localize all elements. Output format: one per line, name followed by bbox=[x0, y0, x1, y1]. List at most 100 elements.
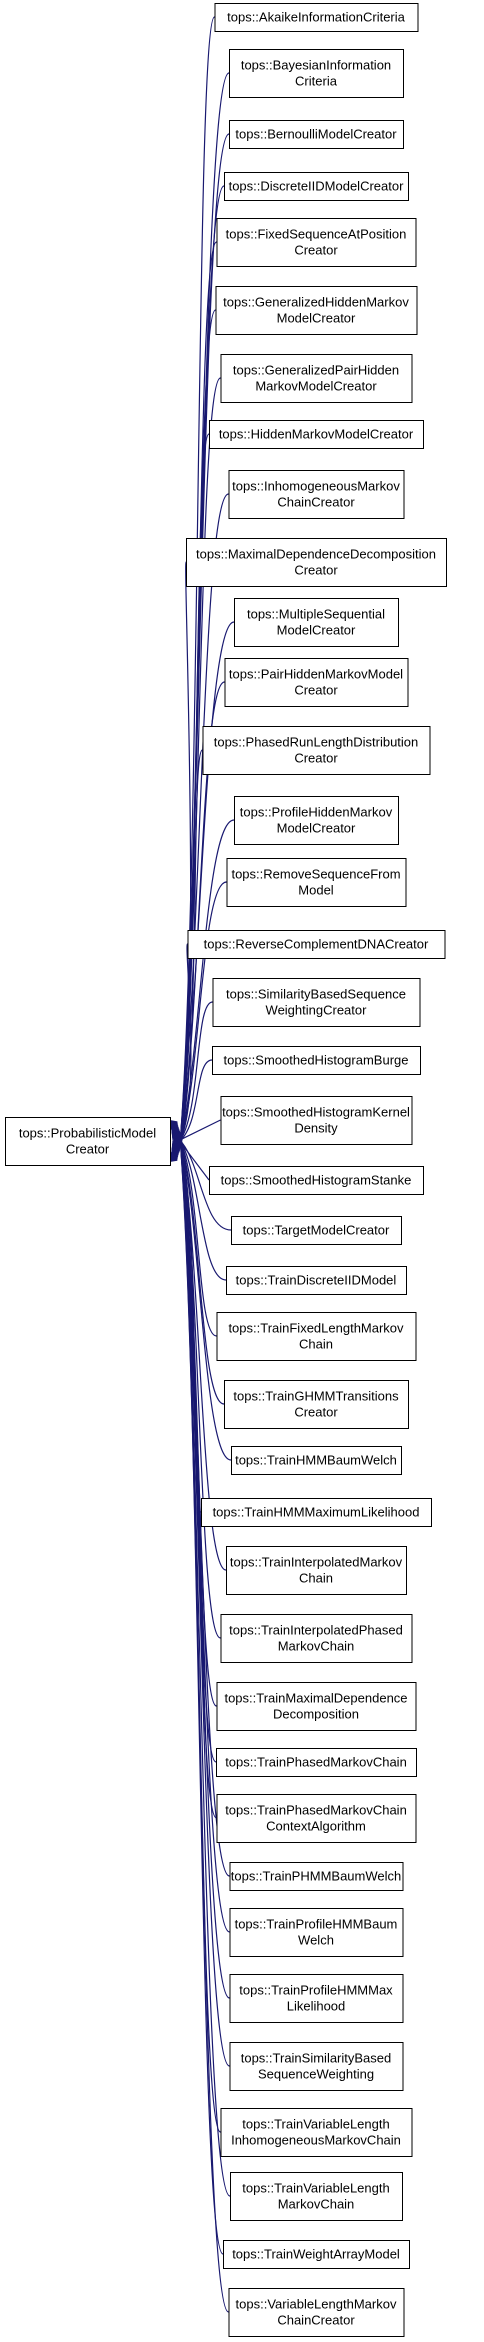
derived-class-node[interactable]: tops::TrainPHMMBaumWelch bbox=[229, 1862, 404, 1891]
derived-class-label-line: Creator bbox=[294, 243, 338, 258]
derived-class-node[interactable]: tops::HiddenMarkovModelCreator bbox=[209, 420, 424, 449]
derived-class-box bbox=[230, 2172, 403, 2221]
derived-class-label-line: tops::FixedSequenceAtPosition bbox=[226, 227, 407, 242]
derived-class-label-line: ModelCreator bbox=[277, 623, 356, 638]
base-class-label-line: Creator bbox=[66, 1142, 110, 1157]
derived-class-label-line: tops::InhomogeneousMarkov bbox=[232, 479, 400, 494]
derived-class-label-line: Creator bbox=[294, 751, 338, 766]
derived-class-label-line: ChainCreator bbox=[277, 2313, 355, 2328]
derived-class-label-line: tops::TargetModelCreator bbox=[243, 1223, 390, 1238]
derived-class-label-line: tops::TrainProfileHMMMax bbox=[239, 1983, 393, 1998]
derived-class-box bbox=[220, 354, 413, 403]
derived-class-node[interactable]: tops::TrainHMMMaximumLikelihood bbox=[201, 1498, 432, 1527]
inheritance-edge bbox=[180, 1001, 213, 1140]
derived-class-box bbox=[209, 420, 424, 449]
derived-class-box bbox=[215, 286, 418, 335]
derived-class-label-line: tops::RemoveSequenceFrom bbox=[231, 867, 400, 882]
derived-class-label-line: tops::TrainPhasedMarkovChain bbox=[225, 1803, 407, 1818]
derived-class-label-line: Density bbox=[294, 1121, 338, 1136]
derived-class-node[interactable]: tops::SmoothedHistogramBurge bbox=[212, 1046, 421, 1075]
inheritance-edge bbox=[180, 1143, 232, 1461]
derived-class-label-line: InhomogeneousMarkovChain bbox=[231, 2133, 401, 2148]
base-class-label-line: tops::ProbabilisticModel bbox=[19, 1126, 156, 1141]
derived-class-label-line: ChainCreator bbox=[277, 495, 355, 510]
derived-class-box bbox=[229, 49, 404, 98]
derived-class-label-line: MarkovChain bbox=[278, 2197, 355, 2212]
derived-class-node[interactable]: tops::DiscreteIIDModelCreator bbox=[224, 172, 409, 201]
derived-class-label-line: ModelCreator bbox=[277, 311, 356, 326]
derived-class-node[interactable]: tops::TrainVariableLengthInhomogeneousMa… bbox=[220, 2108, 413, 2157]
derived-class-node[interactable]: tops::TrainHMMBaumWelch bbox=[231, 1446, 402, 1475]
derived-class-label-line: ModelCreator bbox=[277, 821, 356, 836]
derived-class-label-line: tops::TrainMaximalDependence bbox=[224, 1691, 407, 1706]
derived-class-node[interactable]: tops::TrainPhasedMarkovChain bbox=[216, 1748, 417, 1777]
derived-class-box bbox=[212, 1046, 421, 1075]
derived-class-node[interactable]: tops::SmoothedHistogramStanke bbox=[209, 1166, 424, 1195]
derived-class-node[interactable]: tops::GeneralizedHiddenMarkovModelCreato… bbox=[215, 286, 418, 335]
derived-class-box bbox=[214, 3, 419, 32]
derived-class-node[interactable]: tops::TargetModelCreator bbox=[231, 1216, 402, 1245]
inheritance-edge bbox=[180, 1145, 221, 1639]
derived-class-node[interactable]: tops::TrainPhasedMarkovChainContextAlgor… bbox=[216, 1794, 417, 1843]
derived-class-label-line: tops::DiscreteIIDModelCreator bbox=[229, 179, 405, 194]
derived-class-label-line: tops::TrainVariableLength bbox=[242, 2117, 389, 2132]
derived-class-label-line: tops::TrainHMMMaximumLikelihood bbox=[213, 1505, 420, 1520]
derived-class-box bbox=[229, 1862, 404, 1891]
derived-class-label-line: tops::SimilarityBasedSequence bbox=[226, 987, 406, 1002]
derived-class-label-line: Welch bbox=[298, 1933, 334, 1948]
derived-class-node[interactable]: tops::SimilarityBasedSequenceWeightingCr… bbox=[212, 978, 421, 1027]
derived-class-node[interactable]: tops::ReverseComplementDNACreator bbox=[187, 930, 446, 959]
derived-class-label-line: Creator bbox=[294, 1405, 338, 1420]
derived-class-node[interactable]: tops::GeneralizedPairHiddenMarkovModelCr… bbox=[220, 354, 413, 403]
derived-class-node[interactable]: tops::AkaikeInformationCriteria bbox=[214, 3, 419, 32]
derived-class-box bbox=[216, 1682, 417, 1731]
derived-class-node[interactable]: tops::TrainMaximalDependenceDecompositio… bbox=[216, 1682, 417, 1731]
derived-class-label-line: tops::AkaikeInformationCriteria bbox=[227, 10, 406, 25]
derived-class-label-line: tops::TrainInterpolatedPhased bbox=[229, 1623, 403, 1638]
derived-class-label-line: MarkovChain bbox=[278, 1639, 355, 1654]
derived-class-box bbox=[226, 1266, 407, 1295]
derived-class-node[interactable]: tops::TrainDiscreteIIDModel bbox=[226, 1266, 407, 1295]
derived-class-label-line: tops::PhasedRunLengthDistribution bbox=[214, 735, 419, 750]
derived-class-node[interactable]: tops::TrainSimilarityBasedSequenceWeight… bbox=[229, 2042, 404, 2091]
derived-class-box bbox=[229, 120, 404, 149]
derived-class-label-line: tops::SmoothedHistogramStanke bbox=[221, 1173, 412, 1188]
inheritance-edge bbox=[180, 1143, 225, 1405]
inheritance-edge bbox=[180, 1151, 230, 2313]
derived-class-box bbox=[223, 2240, 410, 2269]
derived-class-label-line: MarkovModelCreator bbox=[255, 379, 377, 394]
derived-class-box bbox=[224, 172, 409, 201]
derived-class-box bbox=[229, 1908, 404, 1957]
class-nodes: tops::ProbabilisticModelCreatortops::Aka… bbox=[5, 3, 447, 2337]
derived-class-node[interactable]: tops::TrainWeightArrayModel bbox=[223, 2240, 410, 2269]
derived-class-label-line: tops::VariableLengthMarkov bbox=[236, 2297, 397, 2312]
derived-class-box bbox=[186, 538, 447, 587]
inheritance-edge bbox=[180, 493, 229, 1136]
derived-class-box bbox=[201, 1498, 432, 1527]
derived-class-node[interactable]: tops::MaximalDependenceDecompositionCrea… bbox=[186, 538, 447, 587]
derived-class-node[interactable]: tops::BernoulliModelCreator bbox=[229, 120, 404, 149]
derived-class-label-line: tops::HiddenMarkovModelCreator bbox=[219, 427, 414, 442]
derived-class-label-line: tops::TrainPHMMBaumWelch bbox=[231, 1869, 402, 1884]
derived-class-box bbox=[220, 1614, 413, 1663]
inheritance-edge bbox=[180, 1144, 227, 1571]
